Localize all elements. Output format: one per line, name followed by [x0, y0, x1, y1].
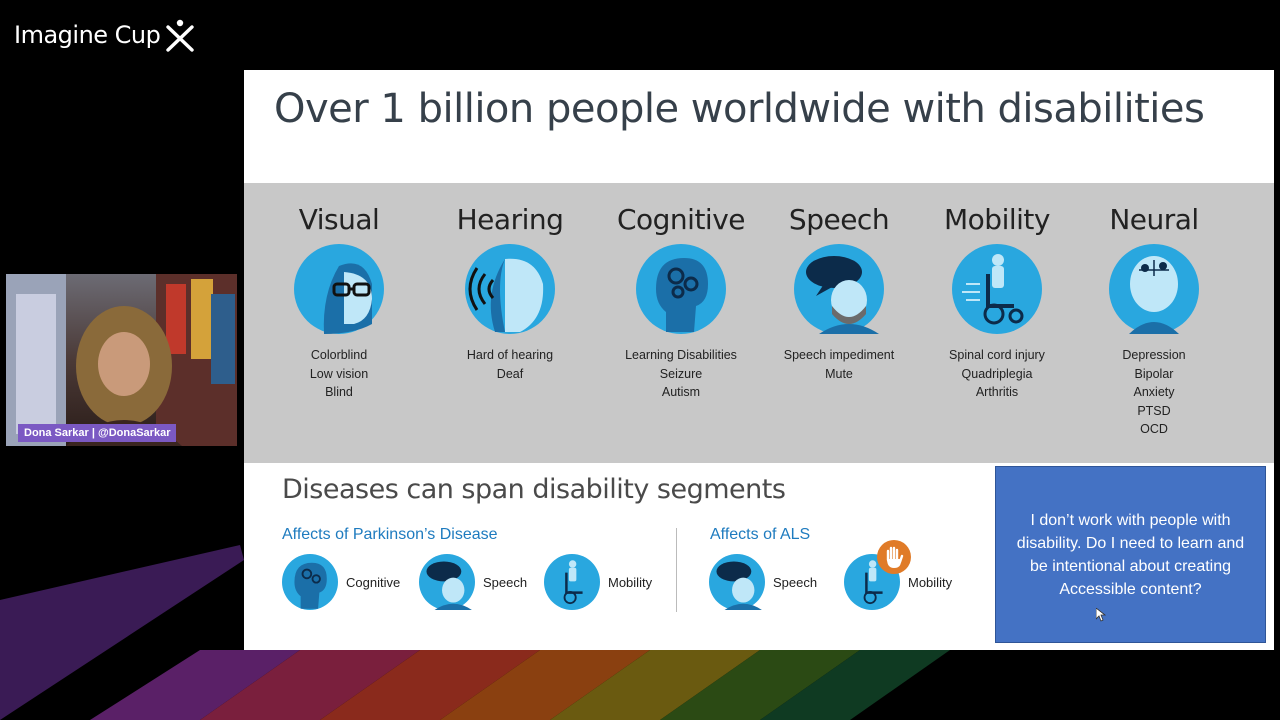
category-item: Spinal cord injury [949, 348, 1045, 362]
als-speech: Speech [709, 554, 817, 610]
category-mobility: Mobility Spinal cord injury Quadriplegia… [912, 203, 1082, 402]
category-cognitive: Cognitive Learning Disabilities Seizure … [596, 203, 766, 402]
category-item: Quadriplegia [961, 366, 1033, 381]
presentation-slide: Over 1 billion people worldwide with dis… [244, 70, 1274, 650]
presenter-name-tag: Dona Sarkar | @DonaSarkar [18, 424, 177, 442]
category-item: Mute [825, 366, 853, 381]
mini-label: Cognitive [346, 574, 401, 590]
cognitive-gears-head-icon [636, 244, 726, 334]
parkinsons-speech: Speech [419, 554, 527, 610]
mini-label: Speech [483, 574, 528, 590]
presenter-webcam: Dona Sarkar | @DonaSarkar [6, 274, 237, 446]
webcam-video [6, 274, 237, 446]
neural-brain-head-icon [1109, 244, 1199, 334]
category-item: Seizure [659, 366, 703, 381]
mini-label: Mobility [608, 574, 653, 590]
speech-bubble-face-icon [709, 554, 765, 610]
category-hearing: Hearing Hard of hearing Deaf [425, 203, 595, 383]
mouse-cursor-icon [1096, 608, 1106, 622]
category-item: Colorblind [310, 348, 368, 362]
category-item: Speech impediment [783, 348, 895, 362]
category-item: Hard of hearing [466, 348, 554, 362]
diseases-subtitle: Diseases can span disability segments [282, 474, 786, 505]
section-divider [676, 528, 677, 612]
category-name: Neural [1109, 203, 1199, 236]
parkinsons-heading: Affects of Parkinson’s Disease [282, 526, 498, 543]
hearing-ear-sound-icon [465, 244, 555, 334]
category-item: OCD [1140, 422, 1168, 436]
category-name: Hearing [456, 203, 564, 236]
speech-bubble-face-icon [794, 244, 884, 334]
mobility-wheelchair-icon [952, 244, 1042, 334]
mini-label: Mobility [908, 574, 953, 590]
category-item: Depression [1122, 348, 1186, 362]
als-heading: Affects of ALS [710, 526, 811, 543]
question-callout: I don’t work with people with disability… [995, 466, 1266, 643]
mini-label: Speech [773, 574, 818, 590]
imagine-cup-logo-icon [166, 19, 195, 52]
category-item: Deaf [496, 366, 524, 381]
cognitive-gears-head-icon [282, 554, 338, 610]
raised-hand-icon[interactable] [877, 540, 911, 574]
slide-title: Over 1 billion people worldwide with dis… [274, 86, 1205, 132]
category-item: Anxiety [1133, 385, 1175, 399]
visual-face-glasses-icon [294, 244, 384, 334]
category-item: Low vision [309, 366, 369, 381]
category-name: Mobility [944, 203, 1050, 236]
category-item: Autism [661, 385, 701, 399]
category-item: Arthritis [975, 385, 1019, 399]
mobility-wheelchair-icon [544, 554, 600, 610]
category-item: PTSD [1137, 403, 1171, 418]
category-name: Visual [298, 203, 380, 236]
category-speech: Speech Speech impediment Mute [754, 203, 924, 383]
imagine-cup-brand: Imagine Cup [14, 18, 196, 52]
category-item: Learning Disabilities [625, 348, 737, 362]
category-name: Cognitive [616, 203, 746, 236]
category-visual: Visual Colorblind Low vision Blind [254, 203, 424, 402]
category-name: Speech [788, 203, 890, 236]
category-neural: Neural Depression Bipolar Anxiety PTSD O… [1069, 203, 1239, 439]
brand-name: Imagine Cup [14, 21, 161, 49]
category-item: Bipolar [1134, 366, 1174, 381]
disability-categories-band: Visual Colorblind Low vision Blind Heari… [244, 183, 1274, 463]
category-item: Blind [325, 385, 353, 399]
speech-bubble-face-icon [419, 554, 475, 610]
parkinsons-cognitive: Cognitive [282, 554, 400, 610]
parkinsons-mobility: Mobility [544, 554, 652, 610]
